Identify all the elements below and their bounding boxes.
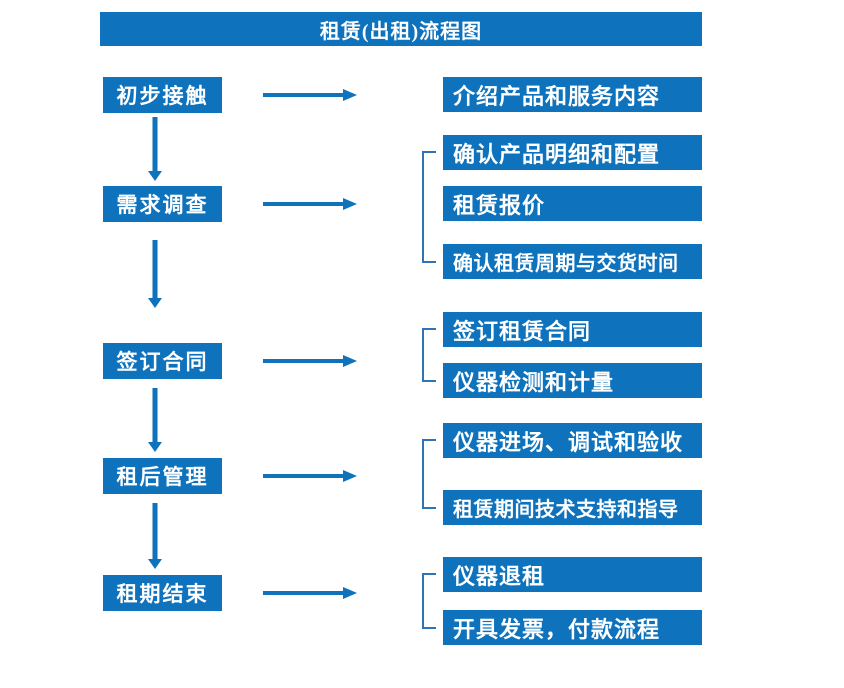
detail-box-introduce-products: 介绍产品和服务内容 xyxy=(443,77,702,112)
step-box-demand-survey: 需求调查 xyxy=(103,186,222,222)
page-title: 租赁(出租)流程图 xyxy=(100,12,702,46)
step-box-rental-end: 租期结束 xyxy=(103,575,222,611)
bracket-connector xyxy=(422,573,436,629)
detail-box-technical-support: 租赁期间技术支持和指导 xyxy=(443,490,702,525)
arrow-right-icon xyxy=(263,89,357,101)
detail-box-invoice-payment: 开具发票，付款流程 xyxy=(443,610,702,645)
bracket-connector xyxy=(422,328,436,382)
arrow-down-icon xyxy=(148,240,162,308)
bracket-connector xyxy=(422,439,436,509)
detail-box-confirm-rental-period: 确认租赁周期与交货时间 xyxy=(443,244,702,279)
arrow-down-icon xyxy=(148,503,162,569)
step-box-post-rental-management: 租后管理 xyxy=(103,458,222,494)
arrow-down-icon xyxy=(148,117,162,181)
arrow-right-icon xyxy=(263,470,357,482)
arrow-down-icon xyxy=(148,388,162,452)
detail-box-confirm-product-details: 确认产品明细和配置 xyxy=(443,135,702,170)
detail-box-instrument-return: 仪器退租 xyxy=(443,557,702,592)
detail-box-rental-quote: 租赁报价 xyxy=(443,186,702,221)
detail-box-sign-rental-contract: 签订租赁合同 xyxy=(443,312,702,347)
arrow-right-icon xyxy=(263,355,357,367)
step-box-sign-contract: 签订合同 xyxy=(103,343,222,379)
step-box-initial-contact: 初步接触 xyxy=(103,77,222,113)
bracket-connector xyxy=(422,151,436,263)
detail-box-instrument-setup: 仪器进场、调试和验收 xyxy=(443,423,702,458)
arrow-right-icon xyxy=(263,587,357,599)
detail-box-instrument-inspection: 仪器检测和计量 xyxy=(443,363,702,398)
arrow-right-icon xyxy=(263,198,357,210)
